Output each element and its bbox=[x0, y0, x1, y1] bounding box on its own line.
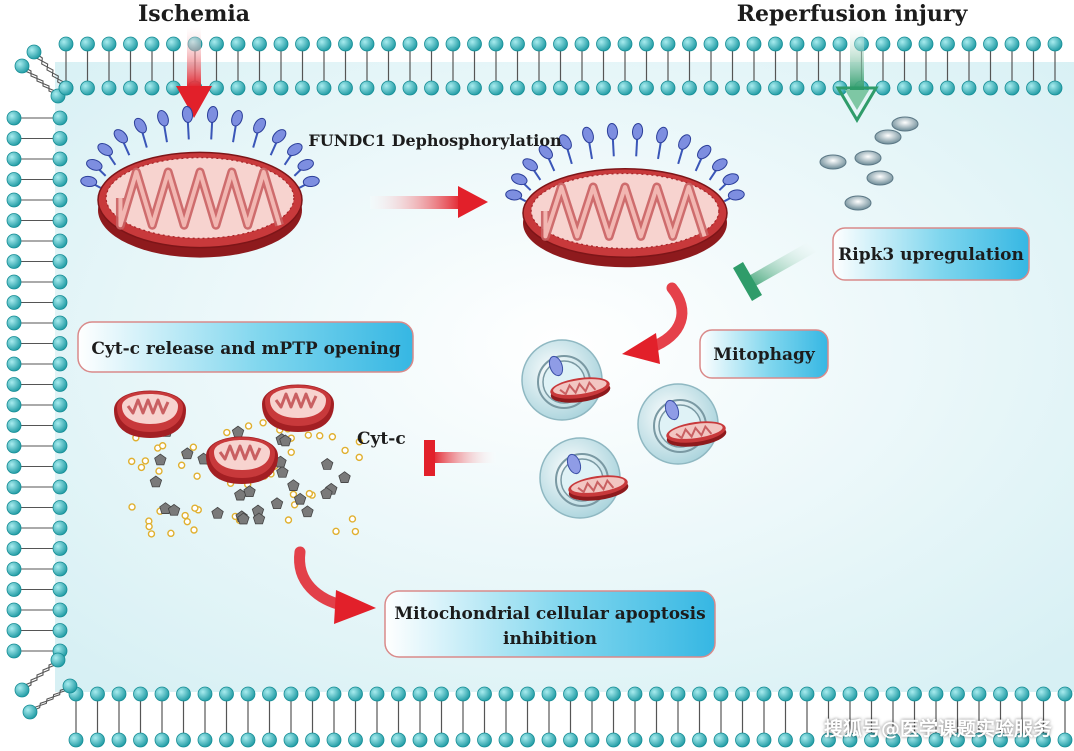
inhibit-icon bbox=[733, 242, 816, 301]
autophagosome-icon bbox=[539, 437, 629, 519]
reperfusion-label: Reperfusion injury bbox=[737, 1, 969, 27]
apoptosis-label-line1: Mitochondrial cellular apoptosis bbox=[394, 604, 705, 624]
mitochondrion-icon bbox=[206, 436, 278, 484]
autophagosome-icon bbox=[521, 339, 611, 421]
mitochondrion-icon bbox=[505, 122, 745, 268]
apoptosis-label-line2: inhibition bbox=[503, 629, 597, 649]
mitochondrion-icon bbox=[262, 384, 334, 432]
fundc1-label: FUNDC1 Dephosphorylation bbox=[308, 131, 562, 150]
cytc-release-label: Cyt-c release and mPTP opening bbox=[91, 339, 400, 359]
ripk3-label: Ripk3 upregulation bbox=[838, 245, 1024, 265]
cytc-release-box: Cyt-c release and mPTP opening bbox=[77, 321, 414, 373]
mitochondrion-icon bbox=[114, 390, 186, 438]
mitophagy-box: Mitophagy bbox=[699, 329, 829, 379]
ripk3-box: Ripk3 upregulation bbox=[832, 227, 1030, 281]
curved-arrow-icon bbox=[622, 282, 688, 364]
ischemia-label: Ischemia bbox=[138, 1, 250, 27]
watermark: 搜狐号@医学课题实验服务 bbox=[823, 718, 1052, 740]
cell-membrane bbox=[6, 36, 1073, 748]
ros-particles bbox=[819, 116, 919, 211]
reperfusion-arrow-icon bbox=[835, 26, 879, 123]
curved-arrow-icon bbox=[294, 546, 376, 624]
apoptosis-box: Mitochondrial cellular apoptosis inhibit… bbox=[384, 590, 716, 658]
mitochondrion-icon bbox=[80, 106, 320, 258]
ischemia-arrow-icon bbox=[176, 26, 212, 118]
inhibit-icon bbox=[424, 440, 496, 476]
right-arrow-icon bbox=[370, 186, 488, 218]
cytc-label: Cyt-c bbox=[357, 429, 406, 449]
mitophagy-label: Mitophagy bbox=[713, 345, 816, 365]
autophagosome-icon bbox=[637, 383, 727, 465]
